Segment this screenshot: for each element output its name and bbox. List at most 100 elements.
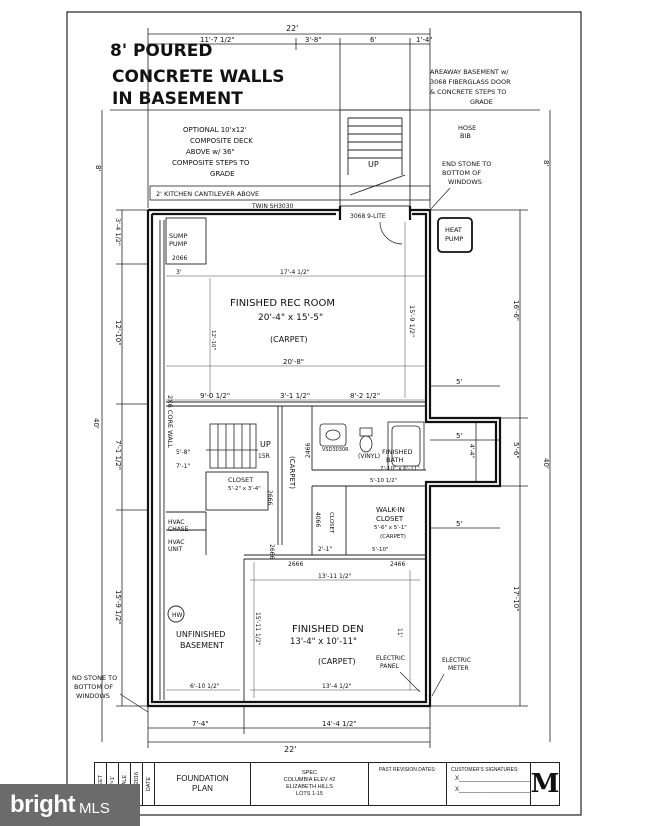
svg-text:END STONE TO: END STONE TO: [442, 160, 491, 168]
dim-bottom-total: 22': [284, 745, 296, 754]
dim-right-total: 40': [542, 458, 550, 469]
page-title: 8' POURED CONCRETE WALLS IN BASEMENT: [110, 41, 285, 109]
svg-text:ND STONE TO: ND STONE TO: [72, 674, 117, 682]
bath-size: 7'-10" x 6'-11": [380, 466, 420, 472]
door-swing: [379, 221, 403, 245]
cantilever-outline: [149, 185, 431, 201]
title-block-date: 2/22/2016: [131, 763, 143, 805]
svg-text:WINDOWS: WINDOWS: [448, 178, 482, 186]
vanity-label: VSD3030R: [322, 447, 349, 453]
dim-top-6: 6': [370, 36, 376, 44]
dim-top-mid: 3'-8": [305, 36, 322, 44]
dim-den-1510: 15'-11 1/2": [254, 612, 261, 646]
dim-rec-82: 8'-2 1/2": [350, 392, 380, 400]
dim-right-166: 16'-6": [512, 300, 520, 321]
twin-window-label: TWIN SH3030: [251, 203, 294, 210]
sump-label: SUMP: [169, 232, 187, 240]
svg-text:IN BASEMENT: IN BASEMENT: [112, 89, 243, 109]
dim-right-5b: 5': [456, 432, 462, 440]
svg-text:& CONCRETE STEPS TO: & CONCRETE STEPS TO: [430, 88, 506, 96]
mls-watermark: bright MLS: [0, 784, 140, 826]
title-block-revisions: PAST REVISION DATES:: [369, 763, 447, 805]
end-stone-leader: [429, 187, 451, 211]
svg-text:CONCRETE WALLS: CONCRETE WALLS: [112, 67, 285, 87]
dim-left-15912: 15'-9 1/2": [114, 590, 122, 625]
den-name: FINISHED DEN: [292, 624, 364, 635]
den-dim-guides: [166, 562, 420, 698]
stair-15r-label: 15R: [258, 453, 270, 460]
dim-rec-1210: 12'-10": [210, 330, 216, 350]
dim-right-8: 8': [542, 160, 550, 166]
heat-pump-box: [437, 217, 473, 253]
dim-left-8: 8': [94, 165, 102, 171]
walkin-name-2: CLOSET: [376, 515, 404, 523]
svg-text:COMPOSITE DECK: COMPOSITE DECK: [190, 137, 253, 145]
interior-stair: [206, 423, 258, 469]
deck-note: OPTIONAL 10'x12' COMPOSITE DECK ABOVE w/…: [172, 126, 253, 178]
rec-room-name: FINISHED REC ROOM: [230, 298, 335, 309]
den-floor: (CARPET): [318, 657, 356, 666]
watermark-main: bright: [10, 791, 75, 818]
door-2466-b: 2466: [390, 561, 405, 568]
rec-dim-guides: [166, 222, 426, 401]
svg-text:GRADE: GRADE: [470, 98, 493, 106]
dim-rec-height: 15'-9 1/2": [408, 305, 416, 337]
sump-dim: 3': [176, 269, 182, 276]
walkin-floor: (CARPET): [380, 534, 406, 540]
end-stone-left-note: ND STONE TO BOTTOM OF WINDOWS: [72, 674, 117, 700]
svg-text:AREAWAY BASEMENT w/: AREAWAY BASEMENT w/: [430, 68, 509, 76]
dim-wic-510: 5'-10": [372, 547, 389, 553]
svg-text:ABOVE w/ 36": ABOVE w/ 36": [186, 148, 235, 156]
svg-text:BOTTOM OF: BOTTOM OF: [74, 683, 113, 691]
dim-left-7112: 7'-1 1/2": [114, 440, 122, 470]
dim-left-34: 3'-4 1/2": [114, 218, 122, 246]
areaway-note: AREAWAY BASEMENT w/ 3068 FIBERGLASS DOOR…: [430, 68, 511, 106]
areaway-stair: [339, 109, 411, 207]
title-block-project: SPEC COLUMBIA ELEV #2 ELIZABETH HILLS LO…: [251, 763, 369, 805]
hvac-chase-label-2: CHASE: [168, 526, 189, 533]
watermark-sub: MLS: [78, 799, 110, 817]
dim-rec-208: 20'-8": [283, 358, 304, 366]
dim-left-total: 40': [92, 418, 100, 429]
dim-bath-510: 5'-10 1/2": [370, 478, 397, 484]
dim-rec-90: 9'-0 1/2": [200, 392, 230, 400]
unfinished-label: UNFINISHED: [176, 630, 225, 639]
dim-rec-width: 17'-4 1/2": [280, 269, 310, 276]
dim-stair-58: 5'-8": [176, 449, 190, 456]
electric-panel-label-2: PANEL: [380, 663, 400, 670]
interior-walls: [166, 401, 426, 702]
sump-room: [165, 217, 207, 265]
rec-room-floor: (CARPET): [270, 335, 308, 344]
dim-top-right: 1'-4": [416, 36, 433, 44]
dim-right-5c: 5': [456, 520, 462, 528]
dim-right-5a: 5': [456, 378, 462, 386]
heat-pump-label-2: PUMP: [445, 235, 463, 243]
meter-leader: [431, 673, 445, 697]
company-logo: M: [530, 762, 560, 806]
electric-meter-label: ELECTRIC: [442, 657, 471, 664]
dim-top-total: 22': [286, 24, 298, 33]
svg-text:COMPOSITE STEPS TO: COMPOSITE STEPS TO: [172, 159, 250, 167]
bottom-dimension-lines: [147, 706, 431, 748]
door-2666-b: 2666: [268, 544, 275, 559]
svg-text:OPTIONAL 10'x12': OPTIONAL 10'x12': [183, 126, 247, 134]
hose-bib-label-2: BIB: [460, 132, 471, 140]
svg-text:8' POURED: 8' POURED: [110, 41, 212, 61]
den-size: 13'-4" x 10'-11": [290, 637, 357, 647]
electric-panel-label: ELECTRIC: [376, 655, 405, 662]
dim-den-1911: 13'-11 1/2": [318, 573, 352, 580]
title-block-date-label: DATE: [143, 763, 155, 805]
hall-carpet-label: (CARPET): [288, 456, 296, 489]
dim-bottom-left: 7'-4": [192, 720, 209, 728]
sheet-border: [66, 11, 582, 816]
rec-room-size: 20'-4" x 15'-5": [258, 313, 323, 323]
core-wall: [159, 220, 165, 700]
dim-right-1710: 17'-10": [512, 586, 520, 611]
dim-den-11: 11': [396, 628, 403, 638]
svg-text:WINDOWS: WINDOWS: [76, 692, 110, 700]
electric-meter-label-2: METER: [448, 665, 469, 672]
areaway-up-label: UP: [368, 160, 379, 169]
end-stone-left-leader: [119, 693, 149, 713]
